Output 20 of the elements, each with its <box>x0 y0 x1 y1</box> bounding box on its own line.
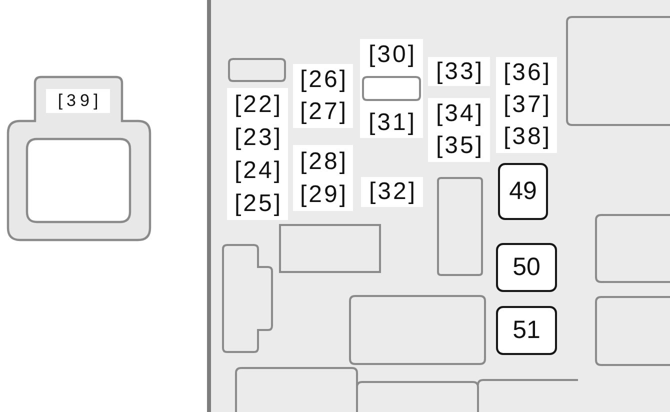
relay-outline <box>7 76 151 241</box>
fuse-number: [38] <box>496 121 557 153</box>
fuse-number: [23] <box>227 121 288 154</box>
fuse-number: [34] <box>428 98 490 130</box>
fuse-number: [28] <box>293 145 353 178</box>
fuse-number: [27] <box>293 96 353 128</box>
fuse-number: [39] <box>46 89 110 113</box>
fuse-number: [25] <box>227 187 288 220</box>
fuse-number: [22] <box>227 88 288 121</box>
fuse-number: [33] <box>428 57 490 86</box>
fuse-number: [36] <box>496 57 557 89</box>
fuse-number: [35] <box>428 130 490 162</box>
fuse-number: [37] <box>496 89 557 121</box>
fuse-number: [26] <box>293 64 353 96</box>
fuse-slot: 49 <box>498 163 548 220</box>
fuse-number: [29] <box>293 178 353 211</box>
fuse-slot: 50 <box>496 243 557 292</box>
fuse-slot: 51 <box>496 306 557 355</box>
fuse-number: [32] <box>361 177 423 207</box>
fuse-number: [24] <box>227 154 288 187</box>
